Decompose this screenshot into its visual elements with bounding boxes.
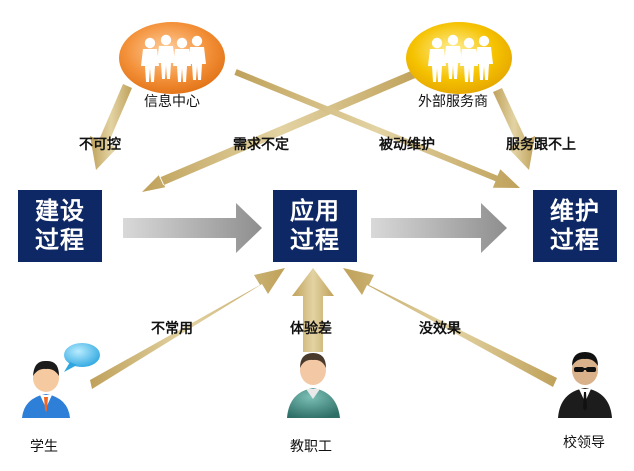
- label-service-lag: 服务跟不上: [506, 137, 576, 153]
- label-passive-maintenance: 被动维护: [379, 137, 435, 153]
- maintain-process-line1: 维护: [550, 197, 600, 225]
- arrow-info-center-to-build: [90, 84, 132, 170]
- apply-process-line1: 应用: [290, 197, 340, 225]
- arrow-vendor-to-build: [142, 68, 421, 192]
- arrow-vendor-to-maintain: [493, 88, 535, 170]
- build-process-line2: 过程: [35, 226, 85, 254]
- build-process-box: 建设 过程: [18, 190, 102, 262]
- label-poor-experience: 体验差: [290, 321, 332, 337]
- student-icon: [22, 360, 70, 418]
- speech-bubble-icon: [64, 343, 100, 372]
- apply-process-line2: 过程: [290, 226, 340, 254]
- build-process-line1: 建设: [35, 197, 85, 225]
- leader-label: 校领导: [563, 435, 605, 451]
- arrow-student-to-apply: [90, 268, 285, 389]
- vendor-label: 外部服务商: [418, 94, 488, 110]
- label-no-effect: 没效果: [419, 321, 461, 337]
- arrow-info-center-to-maintain: [234, 69, 520, 188]
- leader-icon: [558, 352, 612, 418]
- vendor-group-icon: [406, 22, 512, 94]
- people-group-icon: [119, 22, 225, 94]
- maintain-process-box: 维护 过程: [533, 190, 617, 262]
- arrow-staff-to-apply: [292, 268, 334, 352]
- label-rarely-used: 不常用: [151, 321, 193, 337]
- staff-icon: [287, 353, 340, 418]
- label-unstable-needs: 需求不定: [233, 137, 289, 153]
- maintain-process-line2: 过程: [550, 226, 600, 254]
- student-label: 学生: [30, 439, 58, 455]
- apply-process-box: 应用 过程: [273, 190, 357, 262]
- flow-arrow-apply-to-maintain: [371, 203, 507, 253]
- staff-label: 教职工: [290, 439, 332, 455]
- arrow-leader-to-apply: [343, 268, 557, 387]
- info-center-label: 信息中心: [144, 94, 200, 110]
- flow-arrow-build-to-apply: [123, 203, 262, 253]
- label-uncontrollable: 不可控: [79, 137, 121, 153]
